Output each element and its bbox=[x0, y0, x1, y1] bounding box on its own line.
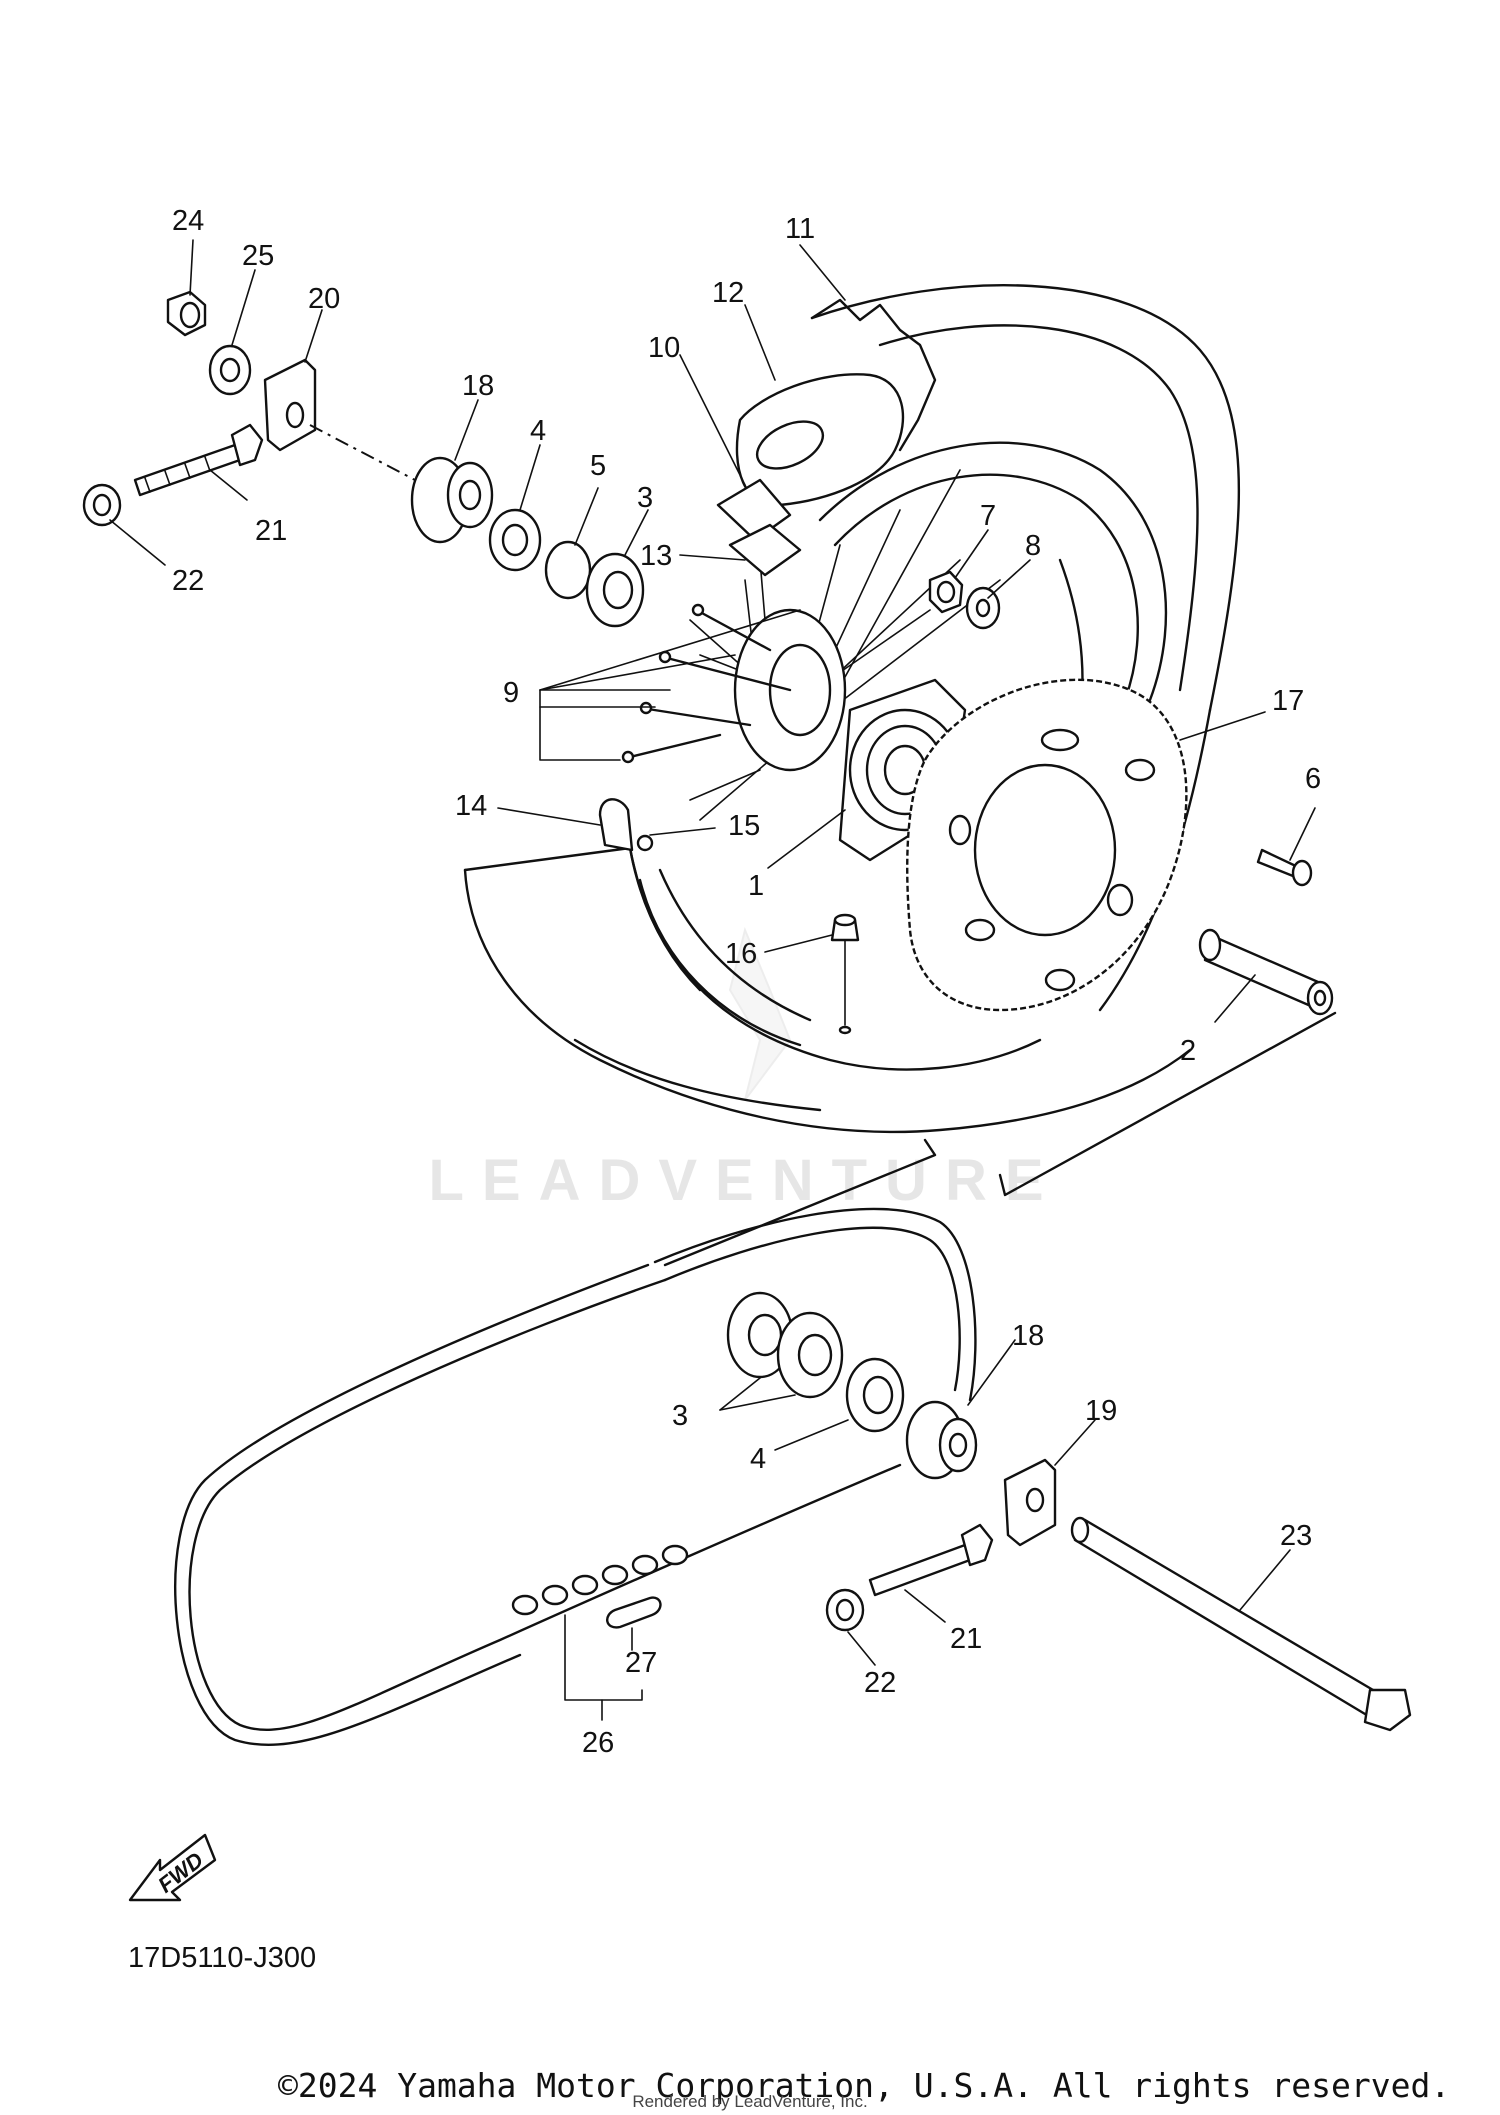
fwd-arrow-icon: FWD bbox=[128, 1833, 217, 1902]
callout-14: 14 bbox=[455, 790, 487, 822]
callout-18-lower: 18 bbox=[1012, 1320, 1044, 1352]
callout-15: 15 bbox=[728, 810, 760, 842]
spacer-collar bbox=[1198, 928, 1334, 1016]
callout-18-upper: 18 bbox=[462, 370, 494, 402]
nut bbox=[166, 290, 207, 337]
callout-11: 11 bbox=[785, 213, 815, 245]
callout-4-upper: 4 bbox=[530, 415, 546, 447]
callout-25: 25 bbox=[242, 240, 274, 272]
copyright-text: ©2024 Yamaha Motor Corporation, U.S.A. A… bbox=[278, 2066, 1450, 2105]
callout-8: 8 bbox=[1025, 530, 1041, 562]
oil-seal bbox=[488, 508, 542, 572]
bead-stopper bbox=[598, 798, 654, 852]
callout-22-upper: 22 bbox=[172, 565, 204, 597]
flange-nut bbox=[82, 483, 122, 527]
callout-16: 16 bbox=[725, 938, 757, 970]
callout-labels: 1 2 3 3 4 4 5 6 7 8 9 10 11 12 13 14 15 … bbox=[172, 205, 1321, 1759]
leader-lines bbox=[109, 239, 1316, 1721]
rim-band bbox=[716, 478, 792, 542]
callout-21-upper: 21 bbox=[255, 515, 287, 547]
callout-17: 17 bbox=[1272, 685, 1304, 717]
joint-plate bbox=[606, 1596, 662, 1629]
tire bbox=[463, 284, 1240, 1134]
chain-adjuster-lower bbox=[1003, 1458, 1057, 1547]
chain-adjuster bbox=[263, 358, 317, 452]
callout-21-lower: 21 bbox=[950, 1623, 982, 1655]
spoke-set bbox=[621, 603, 792, 764]
rendered-by-text: Rendered by LeadVenture, Inc. bbox=[632, 2092, 867, 2111]
sprocket-bolt bbox=[1256, 848, 1313, 887]
oil-seal-lower bbox=[845, 1357, 905, 1433]
bearing-lower bbox=[726, 1291, 844, 1399]
rim-strip bbox=[728, 523, 802, 577]
callout-3-lower: 3 bbox=[672, 1400, 688, 1432]
callout-23: 23 bbox=[1280, 1520, 1312, 1552]
callout-19: 19 bbox=[1085, 1395, 1117, 1427]
watermark-text: LEADVENTURE bbox=[428, 1148, 1061, 1213]
callout-12: 12 bbox=[712, 277, 744, 309]
callout-24: 24 bbox=[172, 205, 204, 237]
callout-20: 20 bbox=[308, 283, 340, 315]
lock-washer bbox=[965, 586, 1001, 630]
sprocket-nut bbox=[928, 570, 964, 614]
adjusting-bolt bbox=[133, 423, 264, 497]
callout-1: 1 bbox=[748, 870, 764, 902]
callout-5: 5 bbox=[590, 450, 606, 482]
sprocket bbox=[906, 678, 1188, 1012]
callout-9: 9 bbox=[503, 677, 519, 709]
callout-22-lower: 22 bbox=[864, 1667, 896, 1699]
callout-27: 27 bbox=[625, 1647, 657, 1679]
collar-lower bbox=[905, 1400, 978, 1480]
collar bbox=[410, 456, 494, 544]
adjusting-bolt-lower bbox=[868, 1523, 994, 1597]
callout-3-upper: 3 bbox=[637, 482, 653, 514]
callout-2: 2 bbox=[1180, 1035, 1196, 1067]
washer bbox=[208, 344, 252, 396]
bearing bbox=[585, 552, 645, 628]
callout-13: 13 bbox=[640, 540, 672, 572]
callout-4-lower: 4 bbox=[750, 1443, 766, 1475]
drive-chain bbox=[174, 1207, 977, 1747]
flange-nut-lower bbox=[825, 1588, 865, 1632]
wheel-axle bbox=[1070, 1516, 1412, 1732]
drawing-code: 17D5110-J300 bbox=[128, 1942, 316, 1974]
callout-26: 26 bbox=[582, 1727, 614, 1759]
chain-links bbox=[511, 1544, 689, 1616]
callout-7: 7 bbox=[980, 500, 996, 532]
callout-6: 6 bbox=[1305, 763, 1321, 795]
callout-10: 10 bbox=[648, 332, 680, 364]
valve-cap bbox=[830, 913, 860, 1035]
circlip bbox=[544, 540, 592, 600]
